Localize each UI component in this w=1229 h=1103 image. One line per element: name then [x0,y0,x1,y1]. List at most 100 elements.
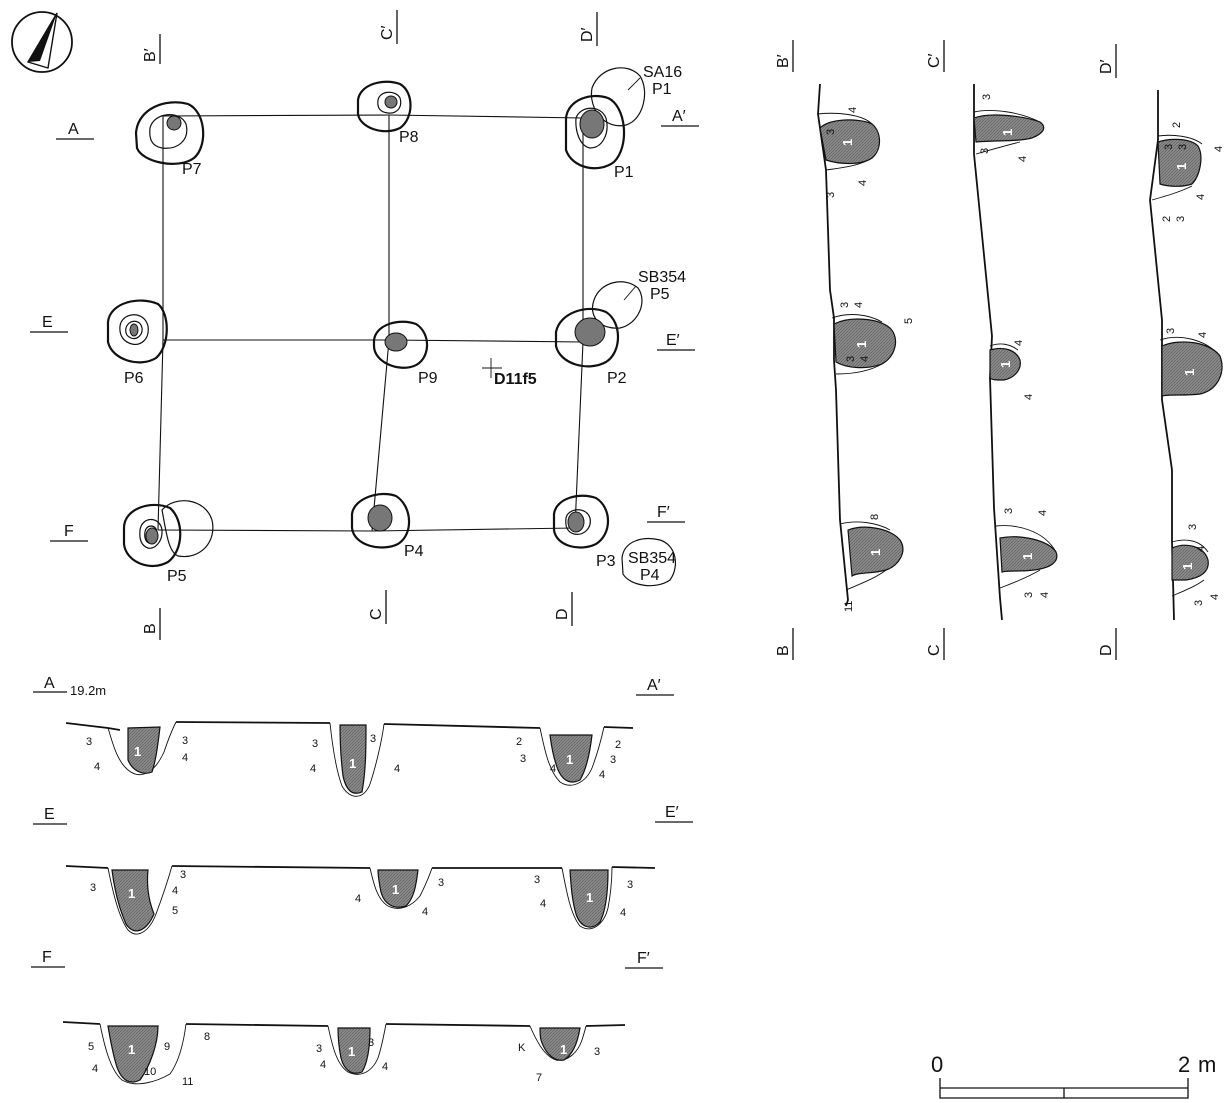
layer-4: 4 [550,763,556,775]
label-sb354-p4: P4 [640,567,660,584]
layer-3: 3 [368,1037,374,1049]
sec-d-top: D′ [1098,59,1115,74]
sec-c-top: C′ [926,53,943,68]
layer-3: 3 [520,753,526,765]
layer-3: 3 [845,356,857,362]
fill-label: 1 [128,886,135,901]
post-hole-P3 [552,494,610,549]
layer-4: 4 [1197,332,1209,338]
layer-4: 4 [92,1063,98,1075]
layer-4: 4 [172,885,178,897]
section-ticks-plan [30,10,699,640]
layer-4: 4 [394,763,400,775]
sec-f-right: F′ [637,950,650,967]
layer-3: 3 [1165,328,1177,334]
mark-a2: A′ [672,108,686,125]
sec-e-right: E′ [665,804,679,821]
sec-d-bottom: D [1098,644,1115,656]
layer-3: 3 [180,869,186,881]
label-p2: P2 [607,370,627,387]
layer-9: 9 [164,1041,170,1053]
sec-f-left: F [42,949,52,966]
layer-k: K [518,1042,526,1054]
grid-point-label: D11f5 [494,371,537,388]
fill-label: 1 [998,361,1013,368]
layer-3: 3 [627,879,633,891]
mark-d: D [554,608,571,620]
label-sa16: SA16 [643,64,682,81]
label-p7: P7 [182,161,202,178]
layer-2: 2 [1171,122,1183,128]
section-a [33,691,674,797]
layer-3: 3 [1163,144,1175,150]
mark-d2: D′ [579,27,596,42]
mark-f: F [64,523,74,540]
label-p9: P9 [418,370,438,387]
mark-f2: F′ [657,504,670,521]
layer-4: 4 [859,356,871,362]
north-arrow-icon [11,11,73,73]
layer-3: 3 [312,738,318,750]
mark-a: A [68,121,79,138]
layer-5: 5 [172,905,178,917]
section-c [943,40,1058,660]
fill-label: 1 [586,890,593,905]
fill-label: 1 [349,756,356,771]
section-f [31,966,663,1085]
mark-e2: E′ [666,332,680,349]
fill-label: 1 [348,1044,355,1059]
layer-3: 3 [594,1046,600,1058]
mark-b: B [142,623,159,634]
layer-2: 2 [516,736,522,748]
layer-4: 4 [1023,394,1035,400]
label-p1: P1 [614,164,634,181]
layer-11: 11 [843,601,855,612]
layer-4: 4 [1013,340,1025,346]
label-sb354-p5: P5 [650,286,670,303]
sec-c-bottom: C [926,644,943,656]
layer-4: 4 [320,1059,326,1071]
label-sb354-b: SB354 [628,550,676,567]
label-p3: P3 [596,553,616,570]
fill-label: 1 [1174,163,1189,170]
layer-labels-horizontal: 3 4 3 4 3 3 4 4 2 3 4 2 3 4 3 3 4 5 4 4 … [86,733,633,1088]
layer-2: 2 [1161,216,1173,222]
layer-3: 3 [610,754,616,766]
layer-3: 3 [979,148,991,154]
label-sb354-a: SB354 [638,269,686,286]
layer-3: 3 [1023,592,1035,598]
layer-4: 4 [540,898,546,910]
post-hole-P8 [356,80,412,133]
label-sa16-p1: P1 [652,81,672,98]
sec-b-bottom: B [775,645,792,656]
fill-label: 1 [868,549,883,556]
layer-3: 3 [1175,216,1187,222]
elevation-label: 19.2m [70,683,106,698]
sec-e-left: E [44,806,55,823]
layer-4: 4 [310,763,316,775]
layer-4: 4 [1017,156,1029,162]
label-p8: P8 [399,129,419,146]
layer-4: 4 [853,302,865,308]
scale-unit: m [1198,1052,1216,1077]
post-hole-P4 [350,492,411,549]
layer-3: 3 [1193,600,1205,606]
layer-3: 3 [182,735,188,747]
layer-3: 3 [438,877,444,889]
post-hole-P7 [134,101,205,165]
layer-4: 4 [355,893,361,905]
layer-3: 3 [825,129,837,135]
post-hole-P9 [372,320,429,369]
layer-8: 8 [204,1031,210,1043]
fill-label: 1 [840,139,855,146]
scale-max: 2 [1178,1052,1190,1077]
fill-label: 1 [854,341,869,348]
layer-4: 4 [382,1061,388,1073]
label-p4: P4 [404,543,424,560]
layer-3: 3 [534,874,540,886]
fill-label: 1 [566,752,573,767]
layer-4: 4 [94,761,100,773]
mark-c: C [368,608,385,620]
layer-4: 4 [847,107,859,113]
